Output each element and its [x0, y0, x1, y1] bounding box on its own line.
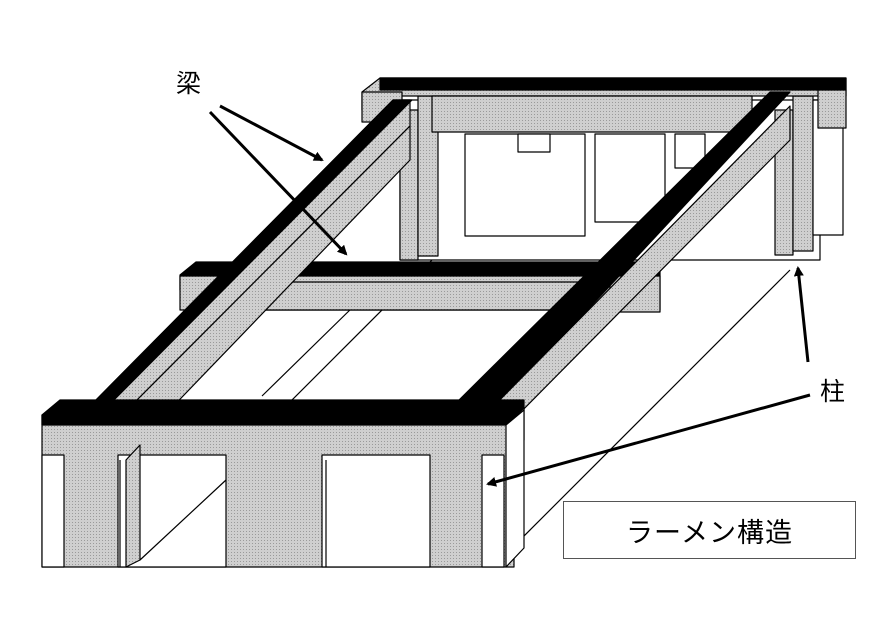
beam-arrow-top [219, 104, 324, 162]
beam-arrow-middle [208, 110, 348, 256]
caption-text: ラーメン構造 [626, 517, 793, 549]
caption-box: ラーメン構造 [563, 501, 856, 559]
beam-arrows [208, 104, 348, 256]
column-arrows [486, 266, 811, 487]
column-label: 柱 [820, 377, 846, 406]
column-arrow-front [486, 393, 811, 487]
column-arrow-back [793, 266, 810, 363]
beam-label: 梁 [176, 69, 202, 98]
front-frame [41, 399, 525, 568]
left-longitudinal-beam [91, 99, 413, 421]
